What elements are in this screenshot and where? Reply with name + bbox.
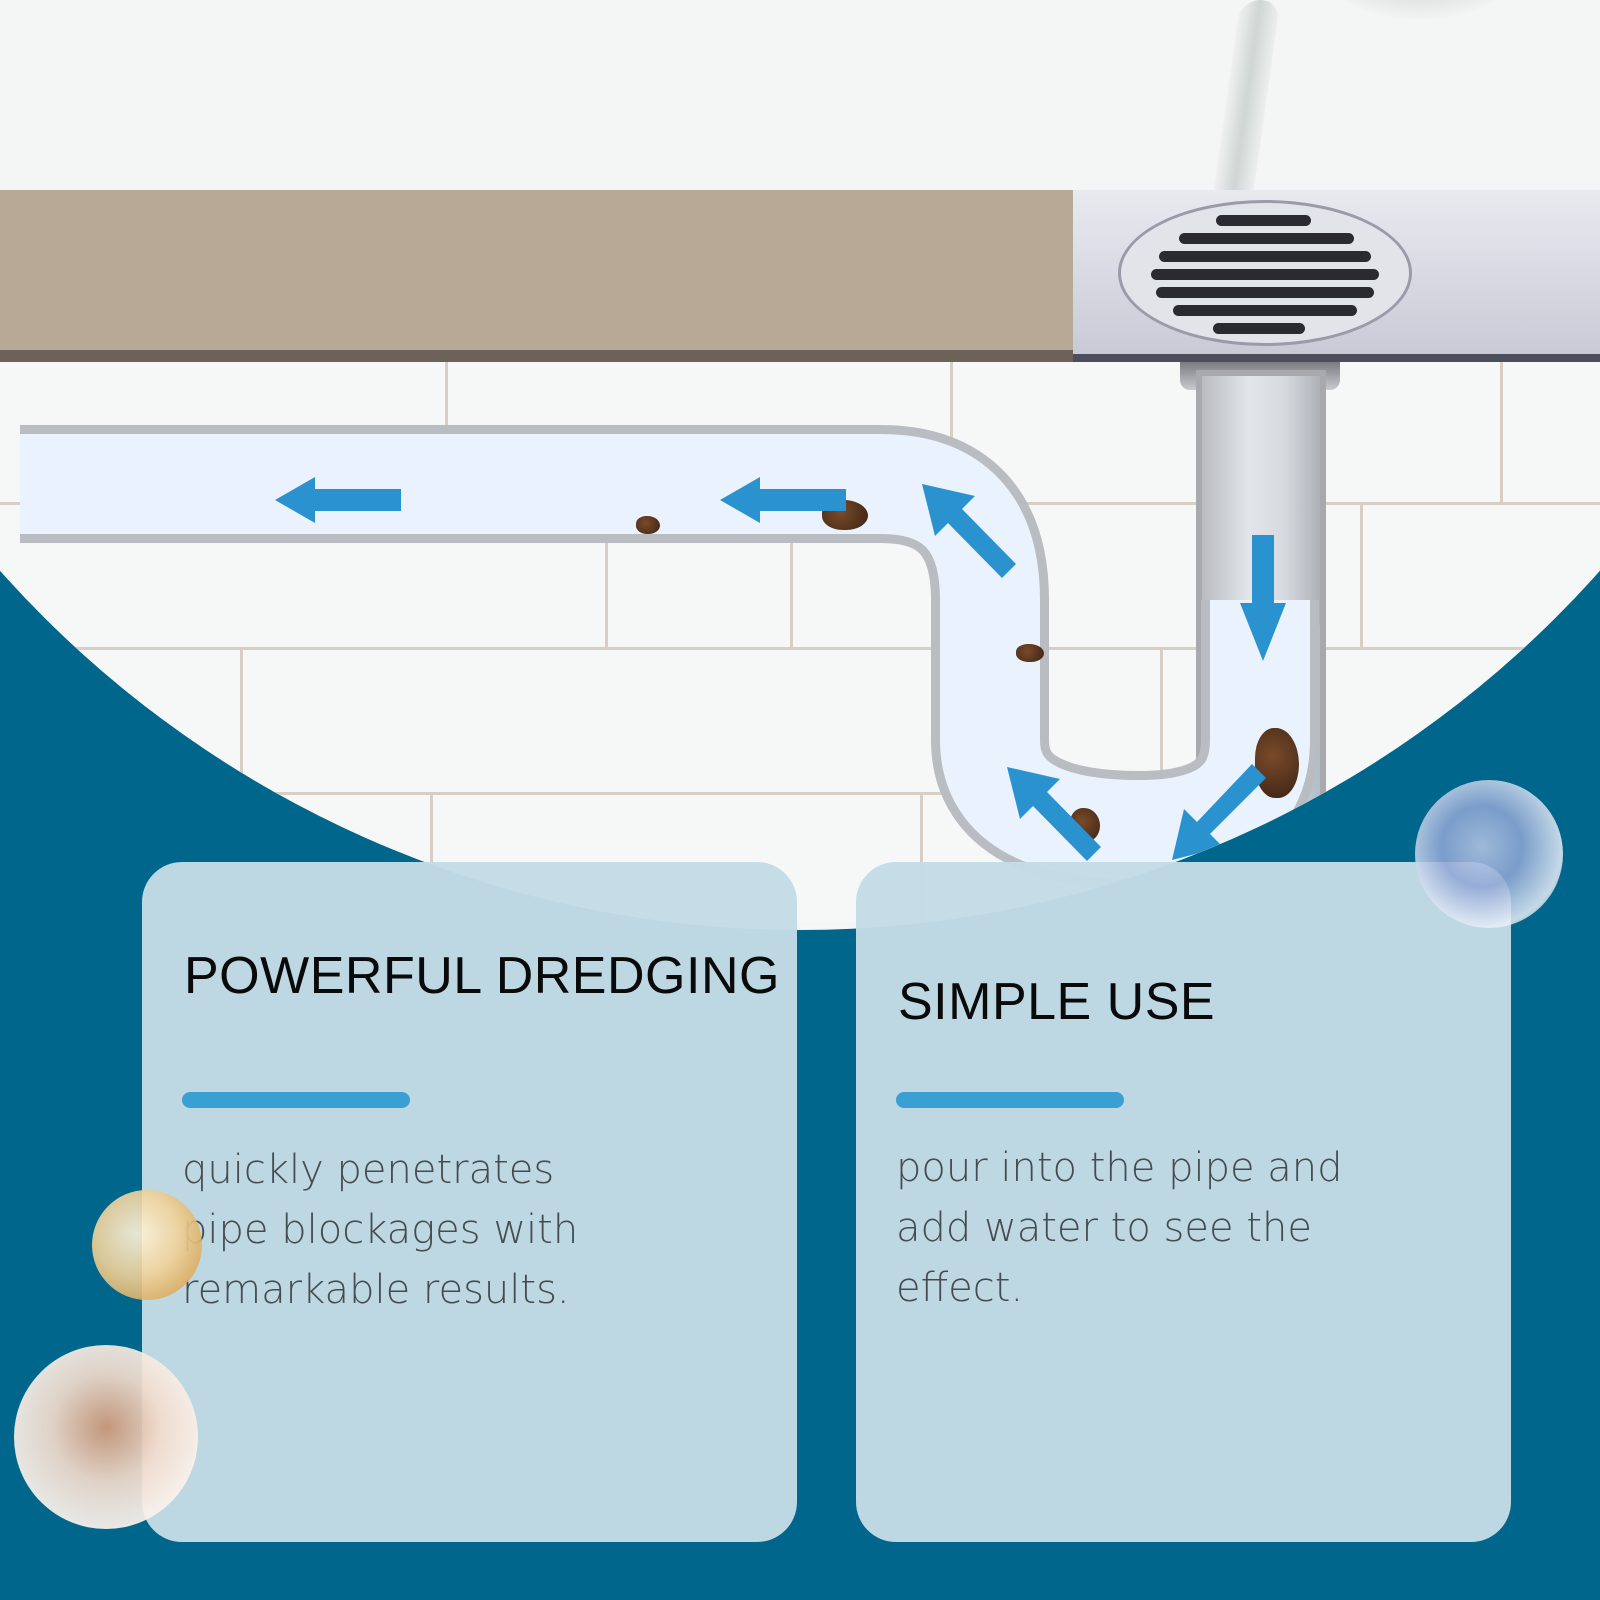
blue-bubble-icon [1415,780,1563,928]
card-description: quickly penetrates pipe blockages with r… [182,1147,579,1313]
arrow-up-left-icon [1007,767,1101,861]
accent-bar [896,1092,1124,1108]
debris-particle [1255,728,1299,798]
feature-card-powerful-dredging: POWERFUL DREDGING quickly penetrates pip… [142,862,797,1542]
s-trap-pipe [20,425,1319,890]
card-title: SIMPLE USE [898,973,1216,1031]
pearl-bubble-icon [14,1345,198,1529]
debris-particle [636,516,660,534]
arrow-down-icon [1240,535,1286,661]
arrow-down-left-icon [1172,764,1266,860]
arrow-left-icon [275,477,401,523]
card-description: pour into the pipe and add water to see … [896,1145,1343,1311]
floor-drain-grate [1118,200,1412,346]
accent-bar [182,1092,410,1108]
arrow-left-icon [720,477,846,523]
debris-particle [1016,644,1044,662]
feature-card-simple-use: SIMPLE USE pour into the pipe and add wa… [856,862,1511,1542]
pipe-illustration-circle [0,0,1600,930]
arrow-up-left-icon [922,484,1016,578]
card-title: POWERFUL DREDGING [184,947,780,1005]
gold-molecule-bubble-icon [92,1190,202,1300]
